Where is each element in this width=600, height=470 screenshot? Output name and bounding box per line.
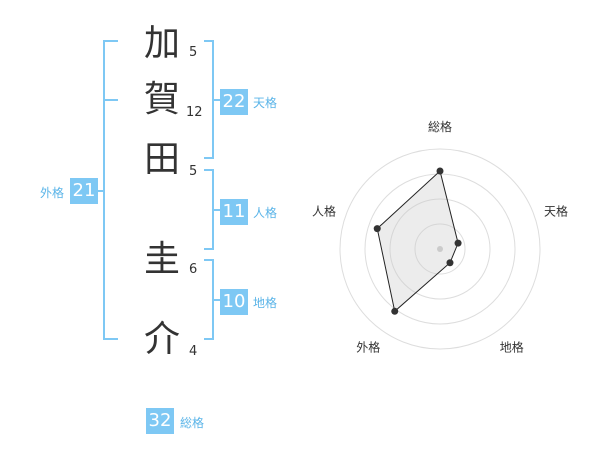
tenkaku-label: 天格 [253, 96, 278, 110]
stroke-count-2: 12 [186, 105, 203, 120]
radar-axis-label-5: 人格 [312, 203, 336, 218]
chikaku-label: 地格 [253, 296, 278, 310]
radar-axis-label-1: 総格 [428, 119, 452, 134]
tenkaku-value: 22 [220, 89, 248, 115]
radar-axis-label-3: 地格 [500, 340, 524, 355]
stroke-count-1: 5 [189, 45, 198, 60]
chikaku-value: 10 [220, 289, 248, 315]
stroke-count-5: 4 [189, 344, 198, 359]
stroke-count-3: 5 [189, 164, 198, 179]
name-char-5: 介 [143, 319, 180, 360]
gaikaku-value: 21 [70, 178, 98, 204]
radar-axis-label-2: 天格 [544, 203, 568, 218]
radar-point-4 [391, 307, 399, 315]
radar-point-5 [373, 225, 381, 233]
radar-point-1 [436, 167, 444, 175]
radar-polygon [376, 170, 459, 313]
soukaku-label: 総格 [180, 416, 205, 430]
radar-center [437, 246, 443, 252]
stroke-count-4: 6 [189, 262, 198, 277]
jinkaku-value: 11 [220, 199, 248, 225]
jinkaku-label: 人格 [253, 206, 278, 220]
gaikaku-label: 外格 [40, 186, 65, 200]
radar-ring [414, 223, 466, 275]
radar-point-3 [446, 259, 454, 267]
name-char-4: 圭 [143, 239, 180, 280]
soukaku-value: 32 [146, 408, 174, 434]
radar-ring [389, 198, 491, 300]
radar-ring [339, 148, 541, 350]
name-char-2: 賀 [143, 79, 180, 120]
name-char-3: 田 [143, 139, 180, 180]
name-char-1: 加 [143, 23, 180, 64]
radar-point-2 [454, 239, 462, 247]
radar-axis-label-4: 外格 [356, 340, 380, 355]
